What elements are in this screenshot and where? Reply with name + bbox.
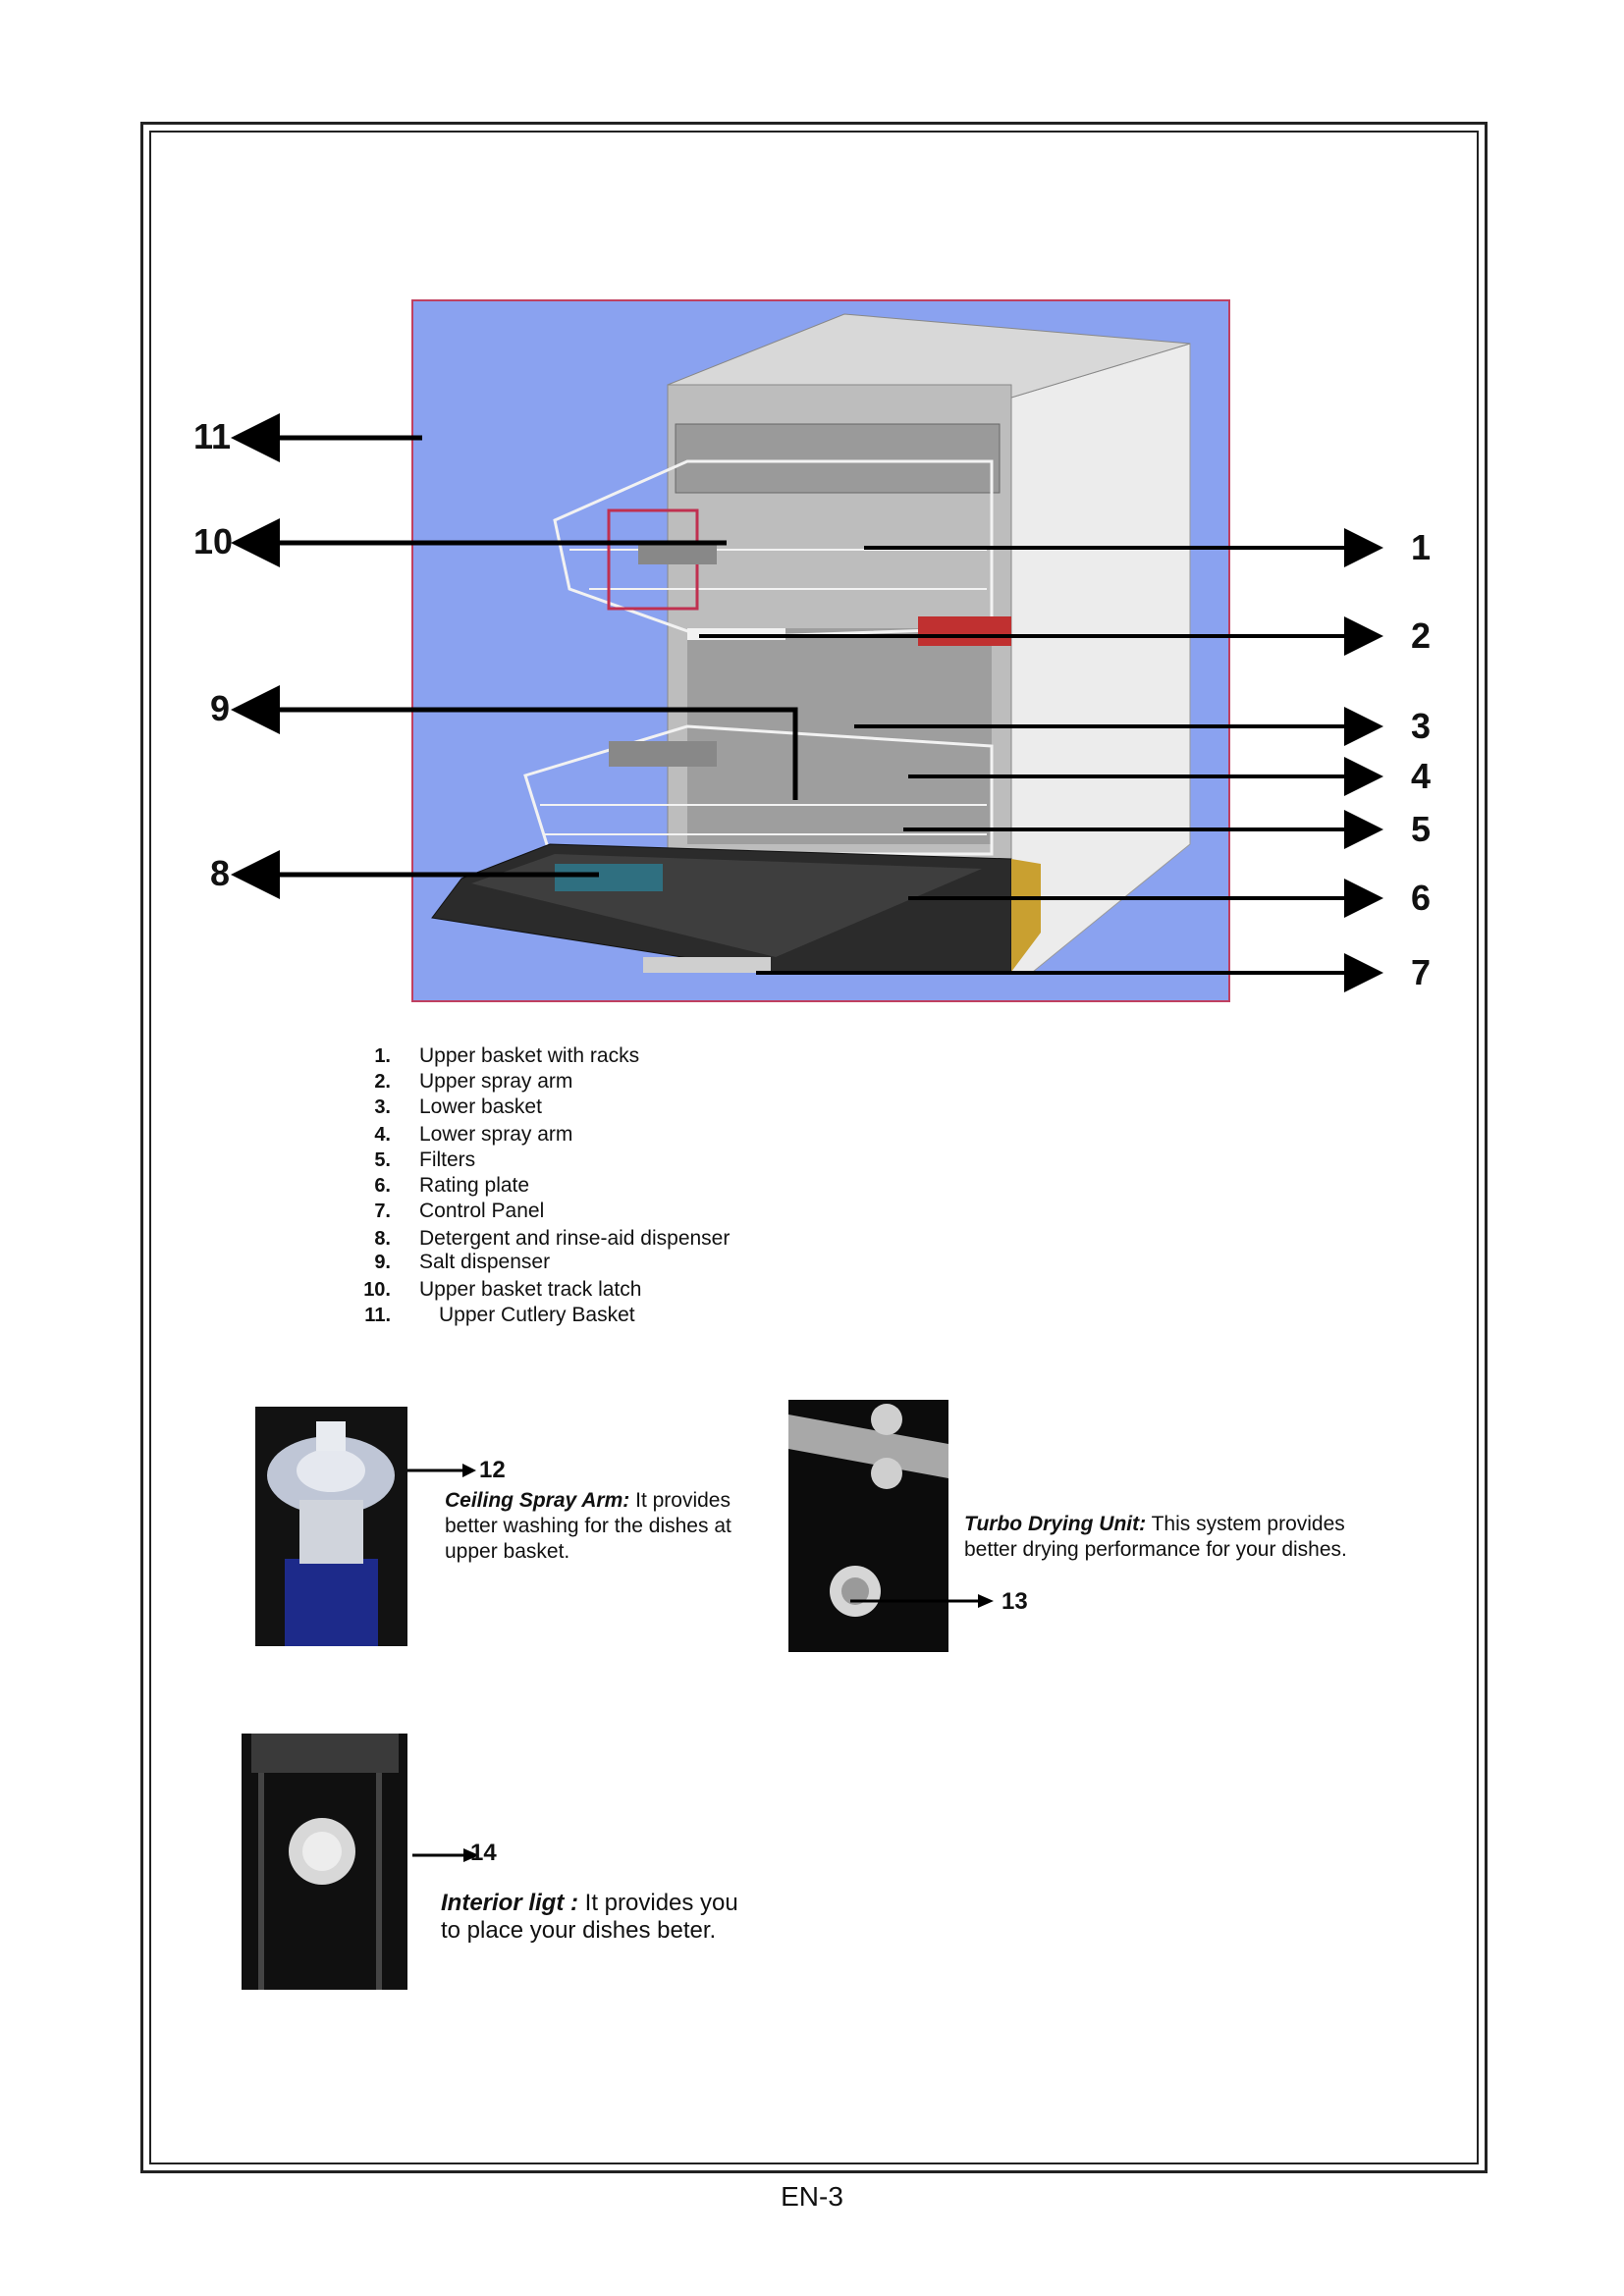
legend-item: 7.Control Panel xyxy=(349,1200,391,1225)
callout-6: 6 xyxy=(1411,878,1431,919)
callout-10: 10 xyxy=(193,521,233,562)
callout-12: 12 xyxy=(479,1457,506,1484)
legend-item: 9.Salt dispenser xyxy=(349,1251,391,1276)
callout-4: 4 xyxy=(1411,756,1431,797)
page-number: EN-3 xyxy=(0,2181,1624,2213)
callout-1: 1 xyxy=(1411,527,1431,568)
callout-11: 11 xyxy=(193,416,231,457)
legend-item: 2.Upper spray arm xyxy=(349,1070,391,1095)
callout-2: 2 xyxy=(1411,615,1431,657)
callout-13: 13 xyxy=(1001,1588,1028,1616)
legend-item: 11.Upper Cutlery Basket xyxy=(349,1304,391,1329)
ceiling-spray-arm-photo xyxy=(255,1407,407,1646)
interior-light-description: Interior ligt : It provides you to place… xyxy=(441,1890,814,1945)
turbo-drying-unit-title: Turbo Drying Unit: xyxy=(964,1513,1146,1535)
legend-item: 3.Lower basket xyxy=(349,1095,391,1121)
legend-item: 6.Rating plate xyxy=(349,1174,391,1200)
legend-item: 10.Upper basket track latch xyxy=(349,1278,391,1304)
interior-light-title: Interior ligt : xyxy=(441,1890,578,1916)
dishwasher-diagram xyxy=(0,0,1624,1021)
legend-item: 1.Upper basket with racks xyxy=(349,1044,391,1070)
ceiling-spray-arm-description: Ceiling Spray Arm: It provides better wa… xyxy=(445,1488,769,1565)
callout-9: 9 xyxy=(210,688,230,729)
interior-light-photo xyxy=(242,1734,407,1990)
callout-3: 3 xyxy=(1411,706,1431,747)
turbo-drying-unit-description: Turbo Drying Unit: This system provides … xyxy=(964,1512,1396,1563)
legend-item: 4.Lower spray arm xyxy=(349,1123,391,1148)
callout-7: 7 xyxy=(1411,952,1431,993)
legend-item: 8.Detergent and rinse-aid dispenser xyxy=(349,1227,391,1253)
callout-5: 5 xyxy=(1411,809,1431,850)
callout-8: 8 xyxy=(210,853,230,894)
turbo-drying-unit-photo xyxy=(788,1400,948,1652)
callout-14: 14 xyxy=(470,1840,497,1867)
callout-arrow-13 xyxy=(850,1591,998,1611)
ceiling-spray-arm-title: Ceiling Spray Arm: xyxy=(445,1489,629,1512)
callout-arrow-12 xyxy=(407,1461,478,1480)
legend-item: 5.Filters xyxy=(349,1148,391,1174)
